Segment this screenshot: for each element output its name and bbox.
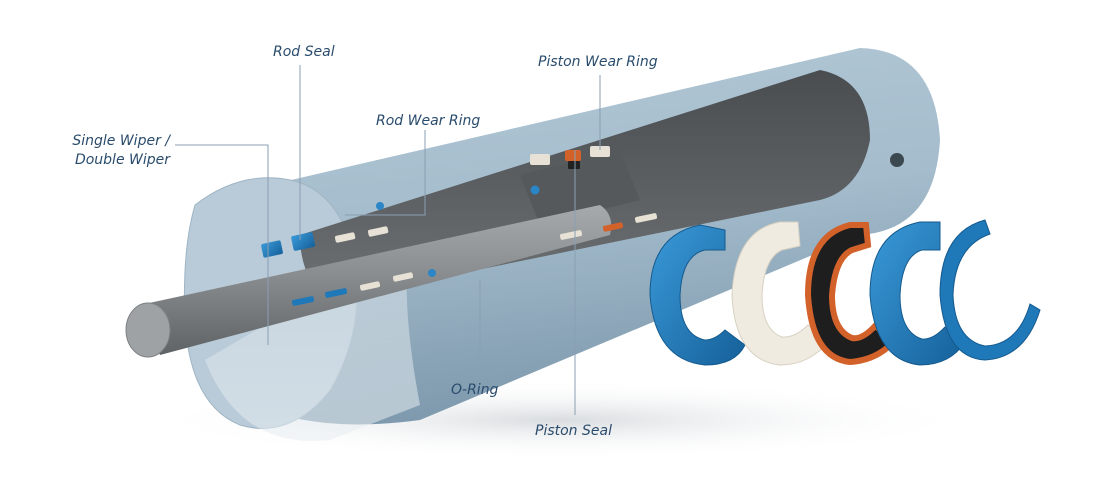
exploded-seals [649, 219, 1041, 366]
piston [520, 150, 640, 225]
label-rod-seal: Rod Seal [273, 44, 335, 60]
o-ring-dot-upper [376, 202, 384, 210]
wiper-upper [261, 240, 283, 258]
piston-seal-energizer [568, 161, 580, 169]
rod-seal-lower [324, 288, 348, 298]
piston-wear-ring-lower [559, 230, 583, 240]
piston-o-ring [530, 185, 540, 195]
piston-wear-ring-lower [634, 213, 658, 223]
wiper-lower [291, 296, 315, 306]
label-rod-wear-ring: Rod Wear Ring [376, 113, 481, 129]
piston-seal-lower [602, 222, 624, 232]
piston-wear-ring-piece [590, 146, 610, 157]
seal-ring-o-ring [939, 219, 1041, 361]
label-single-wiper: Single Wiper / [72, 133, 170, 149]
label-o-ring: O-Ring [451, 382, 499, 398]
rod-seal-upper [291, 232, 316, 251]
leader-rod-wear-ring [345, 130, 426, 216]
leader-single-wiper [175, 144, 269, 345]
piston-rod [140, 205, 612, 355]
leader-lines [175, 65, 601, 415]
piston-wear-ring-piece [530, 154, 550, 165]
rod-wear-ring-piece [392, 272, 414, 282]
rod-wear-ring-piece [359, 281, 381, 291]
rod-wear-ring-piece [367, 226, 389, 237]
port-hole [890, 153, 904, 167]
label-double-wiper: Double Wiper [74, 152, 170, 168]
rod-wear-ring-piece [334, 232, 356, 243]
piston-seal-piece [565, 150, 581, 161]
o-ring-dot [428, 269, 436, 277]
label-piston-wear-ring: Piston Wear Ring [538, 54, 658, 70]
rod-end [125, 302, 171, 358]
label-piston-seal: Piston Seal [535, 423, 612, 439]
